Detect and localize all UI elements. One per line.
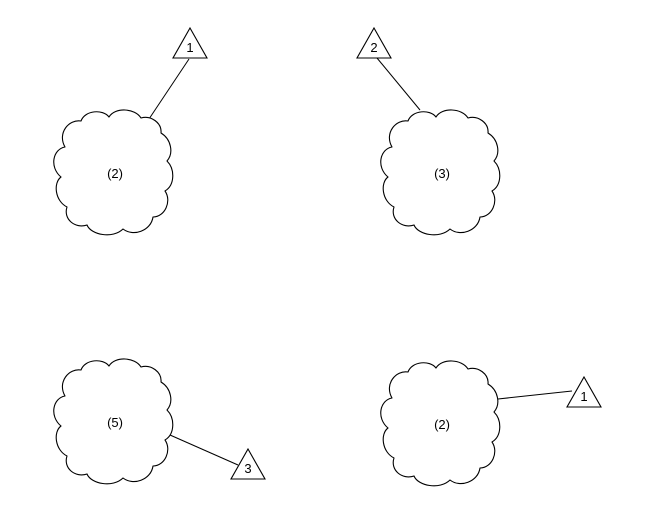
triangle-node[interactable]: 3: [230, 448, 266, 480]
triangle-node[interactable]: 1: [172, 27, 208, 59]
node-group-4: (2) 1: [380, 360, 602, 487]
connector-line: [169, 434, 239, 466]
triangle-label: 1: [186, 40, 193, 55]
cloud-label: (3): [434, 166, 450, 181]
triangle-node[interactable]: 1: [566, 376, 602, 408]
connector-line: [146, 58, 190, 123]
node-group-2: (3) 2: [356, 27, 501, 236]
triangle-label: 2: [370, 40, 377, 55]
cloud-label: (2): [107, 166, 123, 181]
cloud-node[interactable]: (3): [380, 109, 501, 236]
cloud-node[interactable]: (5): [53, 358, 174, 485]
triangle-label: 1: [580, 389, 587, 404]
cloud-node[interactable]: (2): [380, 360, 501, 487]
connector-line: [376, 57, 421, 111]
connector-line: [497, 390, 573, 400]
triangle-node[interactable]: 2: [356, 27, 392, 59]
cloud-node[interactable]: (2): [53, 109, 174, 236]
triangle-label: 3: [244, 461, 251, 476]
node-group-1: (2) 1: [53, 27, 208, 236]
cloud-label: (2): [434, 417, 450, 432]
cloud-label: (5): [107, 415, 123, 430]
node-group-3: (5) 3: [53, 358, 266, 485]
